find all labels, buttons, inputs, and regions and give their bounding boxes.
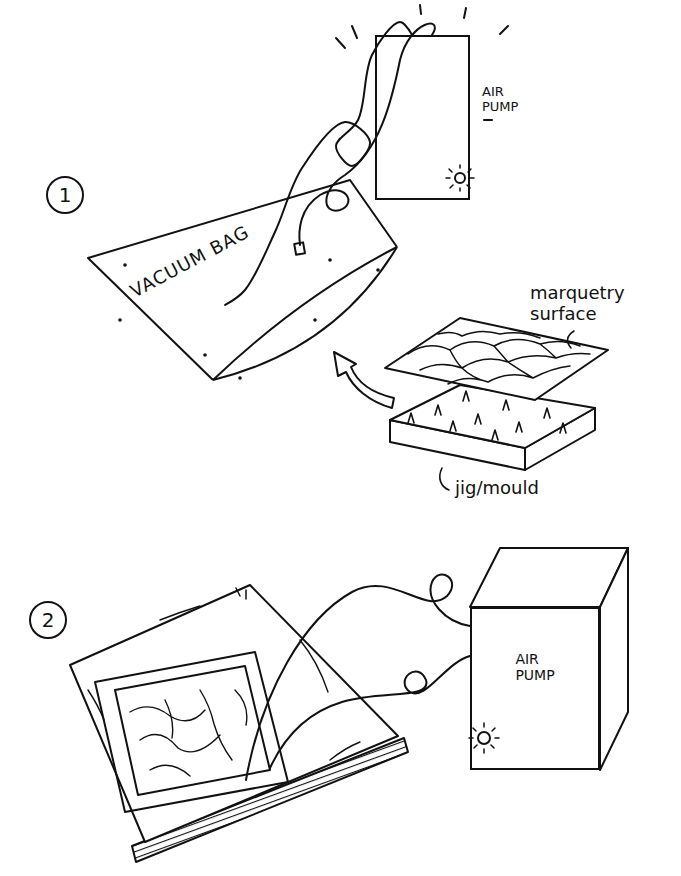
- bag-dot: [376, 268, 380, 272]
- marquetry-pattern: [130, 690, 247, 776]
- knob-circle: [478, 732, 490, 744]
- marquetry-pattern: [408, 331, 590, 384]
- pump-cube: [469, 548, 628, 770]
- tick-mark: [500, 26, 508, 34]
- circle-outline-shape: [47, 177, 83, 213]
- bag-mouth-lower: [213, 247, 397, 380]
- panel-frame: [95, 652, 288, 812]
- vacuum-bag-sealed: [70, 585, 398, 842]
- bag-dot: [118, 318, 122, 322]
- pump-label: AIR PUMP: [482, 85, 518, 115]
- bag-dot: [203, 353, 207, 357]
- leader-line: [568, 331, 574, 348]
- knob-circle: [455, 173, 465, 183]
- step-number: 1: [59, 184, 72, 207]
- tick-mark: [464, 8, 466, 18]
- circle-outline-shape: [30, 602, 66, 638]
- bag-dot: [123, 263, 127, 267]
- pump-label: AIR PUMP: [515, 651, 554, 683]
- tick-mark: [336, 38, 345, 48]
- step-number: 2: [42, 609, 55, 632]
- tick-mark: [420, 5, 421, 14]
- bag-dot: [313, 318, 317, 322]
- loose-tube: [294, 24, 435, 255]
- air-pump-box: AIR PUMP: [375, 35, 470, 200]
- tube: [246, 574, 470, 780]
- bag-creases: [88, 606, 360, 760]
- knob-rays: [469, 723, 499, 753]
- bag-dot: [328, 258, 332, 262]
- bag-corner-mark: [236, 588, 246, 599]
- sheet-outline: [385, 318, 608, 400]
- bag-label: VACUUM BAG: [127, 222, 253, 302]
- bag-mouth-upper: [213, 247, 397, 380]
- air-pump-box: AIR PUMP: [470, 607, 600, 770]
- jig-top-face: [390, 385, 595, 448]
- leader-line: [440, 468, 449, 490]
- tube-end-cap: [294, 242, 305, 254]
- tick-mark: [484, 119, 492, 121]
- bag-dot: [238, 376, 242, 380]
- jig-mould: [390, 385, 595, 470]
- bag-face-outline: [88, 180, 397, 380]
- bag-outline: [70, 585, 398, 842]
- marquetry-sheet: [385, 318, 608, 400]
- step-circle: 1: [45, 175, 85, 215]
- tick-mark: [352, 26, 357, 38]
- insert-arrow: [334, 352, 394, 408]
- part-label: marquetry surface: [530, 283, 625, 324]
- part-label: jig/mould: [455, 478, 539, 499]
- tube: [270, 656, 470, 768]
- step-circle: 2: [28, 600, 68, 640]
- vacuum-bag: VACUUM BAG: [85, 175, 400, 385]
- jig-spikes: [408, 391, 566, 440]
- cube-side: [600, 548, 628, 770]
- air-tube: [225, 22, 412, 305]
